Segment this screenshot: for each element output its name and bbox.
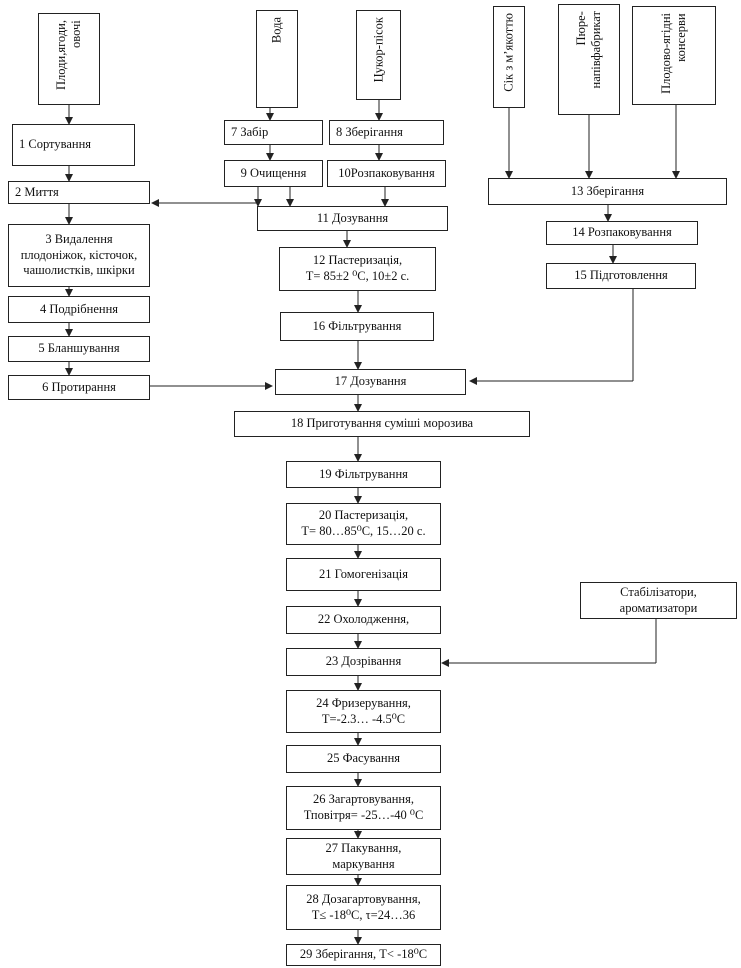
step-24-freezing: 24 Фризерування, Т=-2.3… -4.5⁰С (286, 690, 441, 733)
input-canned: Плодово-ягідні консерви (632, 6, 716, 105)
input-juice: Сік з м’якоттю (493, 6, 525, 108)
step-11-dosing: 11 Дозування (257, 206, 448, 231)
step-15-preparation: 15 Підготовлення (546, 263, 696, 289)
step-19-filtering: 19 Фільтрування (286, 461, 441, 488)
step-23-ripening: 23 Дозрівання (286, 648, 441, 676)
step-1-sorting: 1 Сортування (12, 124, 135, 166)
step-14-unpacking: 14 Розпаковування (546, 221, 698, 245)
step-26-hardening: 26 Загартовування, Тповітря= -25…-40 ⁰С (286, 786, 441, 830)
step-27-packing: 27 Пакування, маркування (286, 838, 441, 875)
step-4-grinding: 4 Подрібнення (8, 296, 150, 323)
step-29-storage: 29 Зберігання, Т< -18⁰С (286, 944, 441, 966)
step-20-pasteurization: 20 Пастеризація, Т= 80…85⁰С, 15…20 с. (286, 503, 441, 545)
input-water: Вода (256, 10, 298, 108)
step-17-dosing: 17 Дозування (275, 369, 466, 395)
step-13-storage: 13 Зберігання (488, 178, 727, 205)
input-fruits: Плоди,ягоди, овочі (38, 13, 100, 105)
step-25-filling: 25 Фасування (286, 745, 441, 773)
step-18-mix-preparation: 18 Приготування суміші морозива (234, 411, 530, 437)
step-5-blanching: 5 Бланшування (8, 336, 150, 362)
input-stabilizers: Стабілізатори, ароматизатори (580, 582, 737, 619)
step-28-post-hardening: 28 Дозагартовування, Т≤ -18⁰С, τ=24…36 (286, 885, 441, 930)
step-16-filtering: 16 Фільтрування (280, 312, 434, 341)
step-3-removal: 3 Видалення плодоніжок, кісточок, чашоли… (8, 224, 150, 287)
step-10-unpacking: 10Розпаковування (327, 160, 446, 187)
step-21-homogenization: 21 Гомогенізація (286, 558, 441, 591)
step-12-pasteurization: 12 Пастеризація, Т= 85±2 ⁰С, 10±2 с. (279, 247, 436, 291)
input-puree: Пюре- напівфабрикат (558, 4, 620, 115)
step-8-storage: 8 Зберігання (329, 120, 444, 145)
step-2-washing: 2 Миття (8, 181, 150, 204)
input-sugar: Цукор-пісок (356, 10, 401, 100)
step-6-rubbing: 6 Протирання (8, 375, 150, 400)
step-22-cooling: 22 Охолодження, (286, 606, 441, 634)
step-7-intake: 7 Забір (224, 120, 323, 145)
step-9-cleaning: 9 Очищення (224, 160, 323, 187)
